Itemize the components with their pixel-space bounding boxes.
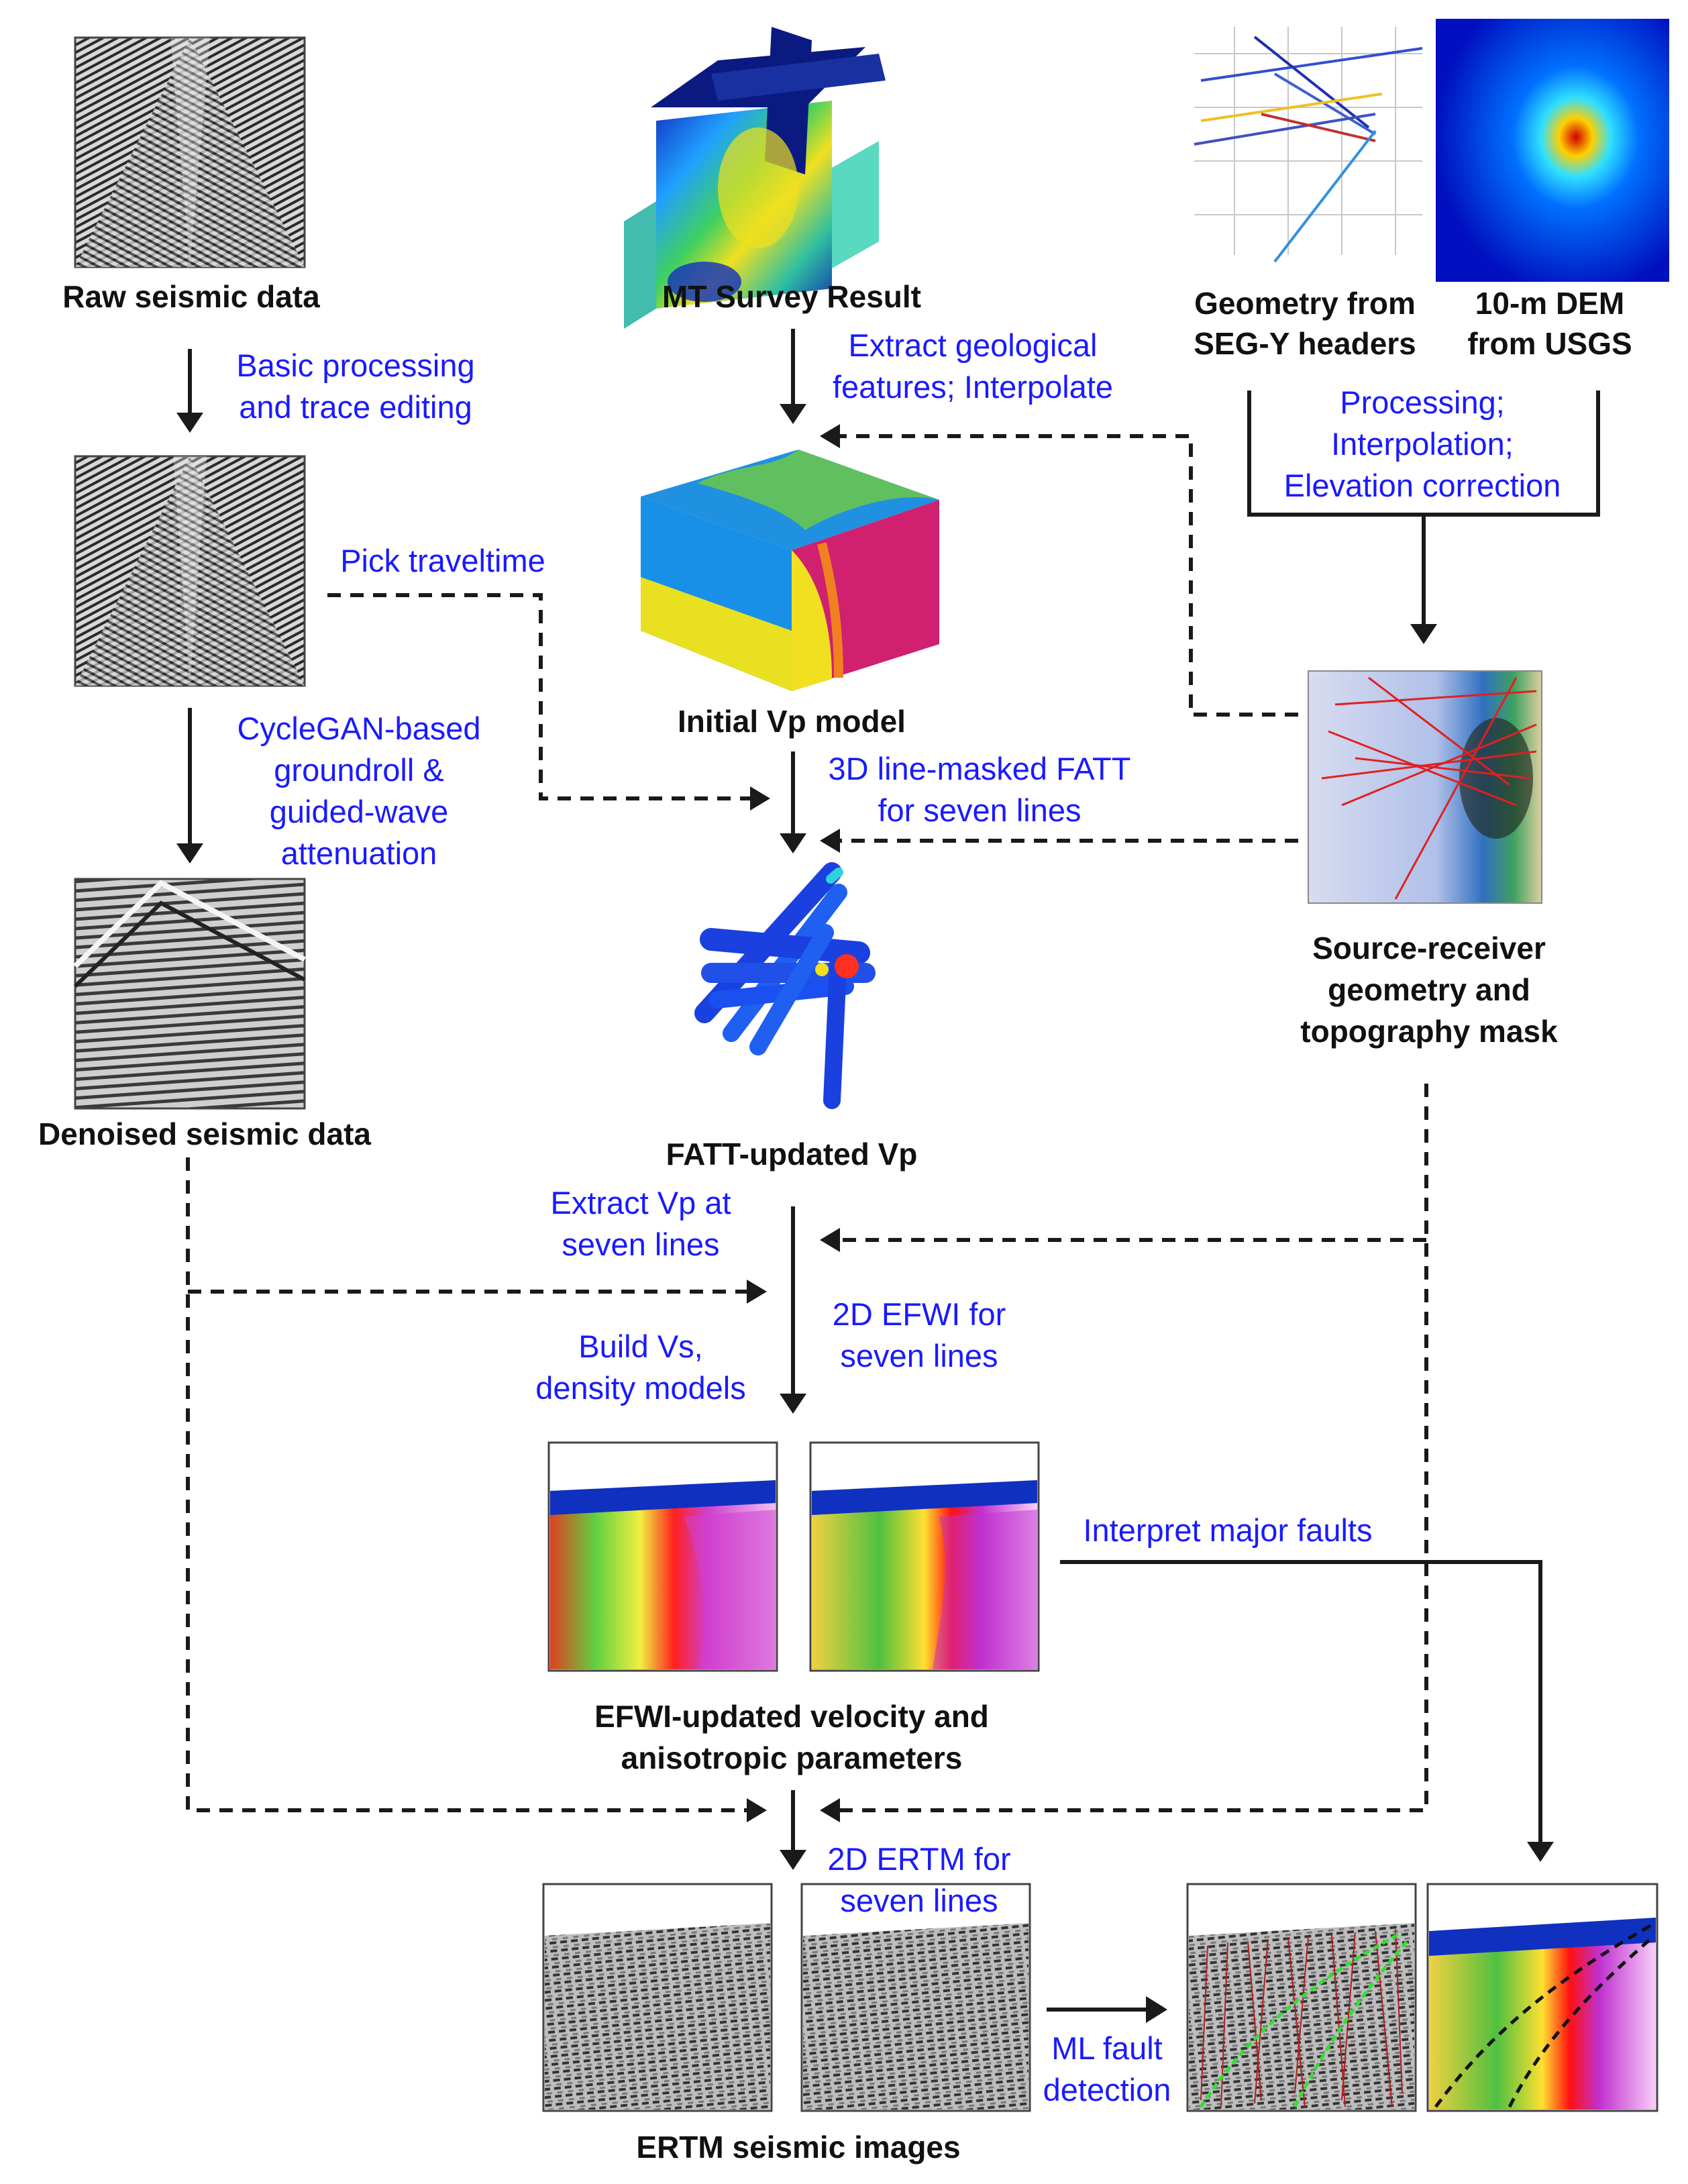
fatt-vp-label: FATT-updated Vp bbox=[666, 1137, 918, 1172]
extract-geo-note-2: features; Interpolate bbox=[832, 369, 1114, 405]
source-receiver-label-2: geometry and bbox=[1328, 972, 1530, 1007]
geometry-plot bbox=[1194, 27, 1423, 263]
mt-survey-image bbox=[624, 27, 886, 329]
extract-vp-note-1: Extract Vp at bbox=[550, 1185, 731, 1220]
build-vs-note-1: Build Vs, bbox=[578, 1329, 703, 1364]
fatt3d-note-2: for seven lines bbox=[878, 792, 1082, 828]
initial-vp-image bbox=[641, 450, 939, 691]
processing-note-3: Elevation correction bbox=[1283, 468, 1561, 503]
ertm2d-note-2: seven lines bbox=[840, 1883, 998, 1918]
efwi-label-1: EFWI-updated velocity and bbox=[594, 1699, 989, 1734]
ml-fault-note-2: detection bbox=[1043, 2072, 1171, 2108]
processing-note-2: Interpolation; bbox=[1331, 426, 1514, 462]
extract-vp-note-2: seven lines bbox=[562, 1227, 720, 1262]
source-receiver-label-3: topography mask bbox=[1300, 1014, 1558, 1049]
mt-survey-label: MT Survey Result bbox=[662, 279, 921, 314]
arrow-heads bbox=[176, 404, 1554, 2023]
efwi-label-2: anisotropic parameters bbox=[621, 1740, 963, 1775]
dashed-arrows bbox=[186, 434, 1428, 1812]
geometry-label-2: SEG-Y headers bbox=[1194, 326, 1416, 361]
denoised-seismic-image bbox=[73, 878, 306, 1110]
cyclegan-note-2: groundroll & bbox=[274, 752, 444, 788]
raw-seismic-label: Raw seismic data bbox=[62, 279, 320, 314]
processed-seismic-image bbox=[74, 455, 306, 687]
cyclegan-note-4: attenuation bbox=[280, 835, 437, 871]
raw-seismic-image bbox=[74, 36, 306, 268]
dashed-arrow-heads bbox=[747, 424, 840, 1822]
build-vs-note-2: density models bbox=[535, 1370, 746, 1406]
ertm-label: ERTM seismic images bbox=[636, 2130, 961, 2165]
solid-arrows bbox=[188, 329, 1600, 2012]
fatt3d-note-1: 3D line-masked FATT bbox=[828, 751, 1131, 786]
source-receiver-label-1: Source-receiver bbox=[1312, 931, 1546, 966]
fault-detection-panel bbox=[1186, 1883, 1417, 2112]
dem-label-2: from USGS bbox=[1467, 326, 1632, 361]
geometry-label-1: Geometry from bbox=[1194, 286, 1416, 321]
cyclegan-note-1: CycleGAN-based bbox=[237, 711, 481, 746]
ertm-panel-left bbox=[542, 1883, 773, 2112]
interpret-faults-note: Interpret major faults bbox=[1083, 1512, 1373, 1548]
basic-processing-note-2: and trace editing bbox=[239, 389, 472, 425]
fatt-vp-image bbox=[694, 862, 876, 1109]
dem-image bbox=[1436, 19, 1669, 282]
dem-label-1: 10-m DEM bbox=[1475, 286, 1625, 321]
pick-traveltime-note: Pick traveltime bbox=[340, 543, 545, 578]
efwi-panel-right bbox=[809, 1441, 1040, 1672]
efwi2d-note-1: 2D EFWI for bbox=[832, 1296, 1006, 1332]
cyclegan-note-3: guided-wave bbox=[269, 794, 449, 829]
extract-geo-note-1: Extract geological bbox=[848, 327, 1098, 363]
interpreted-faults-panel bbox=[1426, 1883, 1658, 2112]
ml-fault-note-1: ML fault bbox=[1051, 2030, 1163, 2066]
efwi-panel-left bbox=[547, 1441, 778, 1672]
denoised-label: Denoised seismic data bbox=[38, 1116, 371, 1151]
processing-note-1: Processing; bbox=[1340, 384, 1505, 420]
ertm2d-note-1: 2D ERTM for bbox=[827, 1841, 1011, 1877]
source-receiver-image bbox=[1308, 670, 1542, 904]
basic-processing-note-1: Basic processing bbox=[236, 348, 475, 383]
efwi2d-note-2: seven lines bbox=[840, 1338, 998, 1373]
initial-vp-label: Initial Vp model bbox=[678, 704, 906, 739]
ertm-panel-right bbox=[800, 1883, 1031, 2112]
